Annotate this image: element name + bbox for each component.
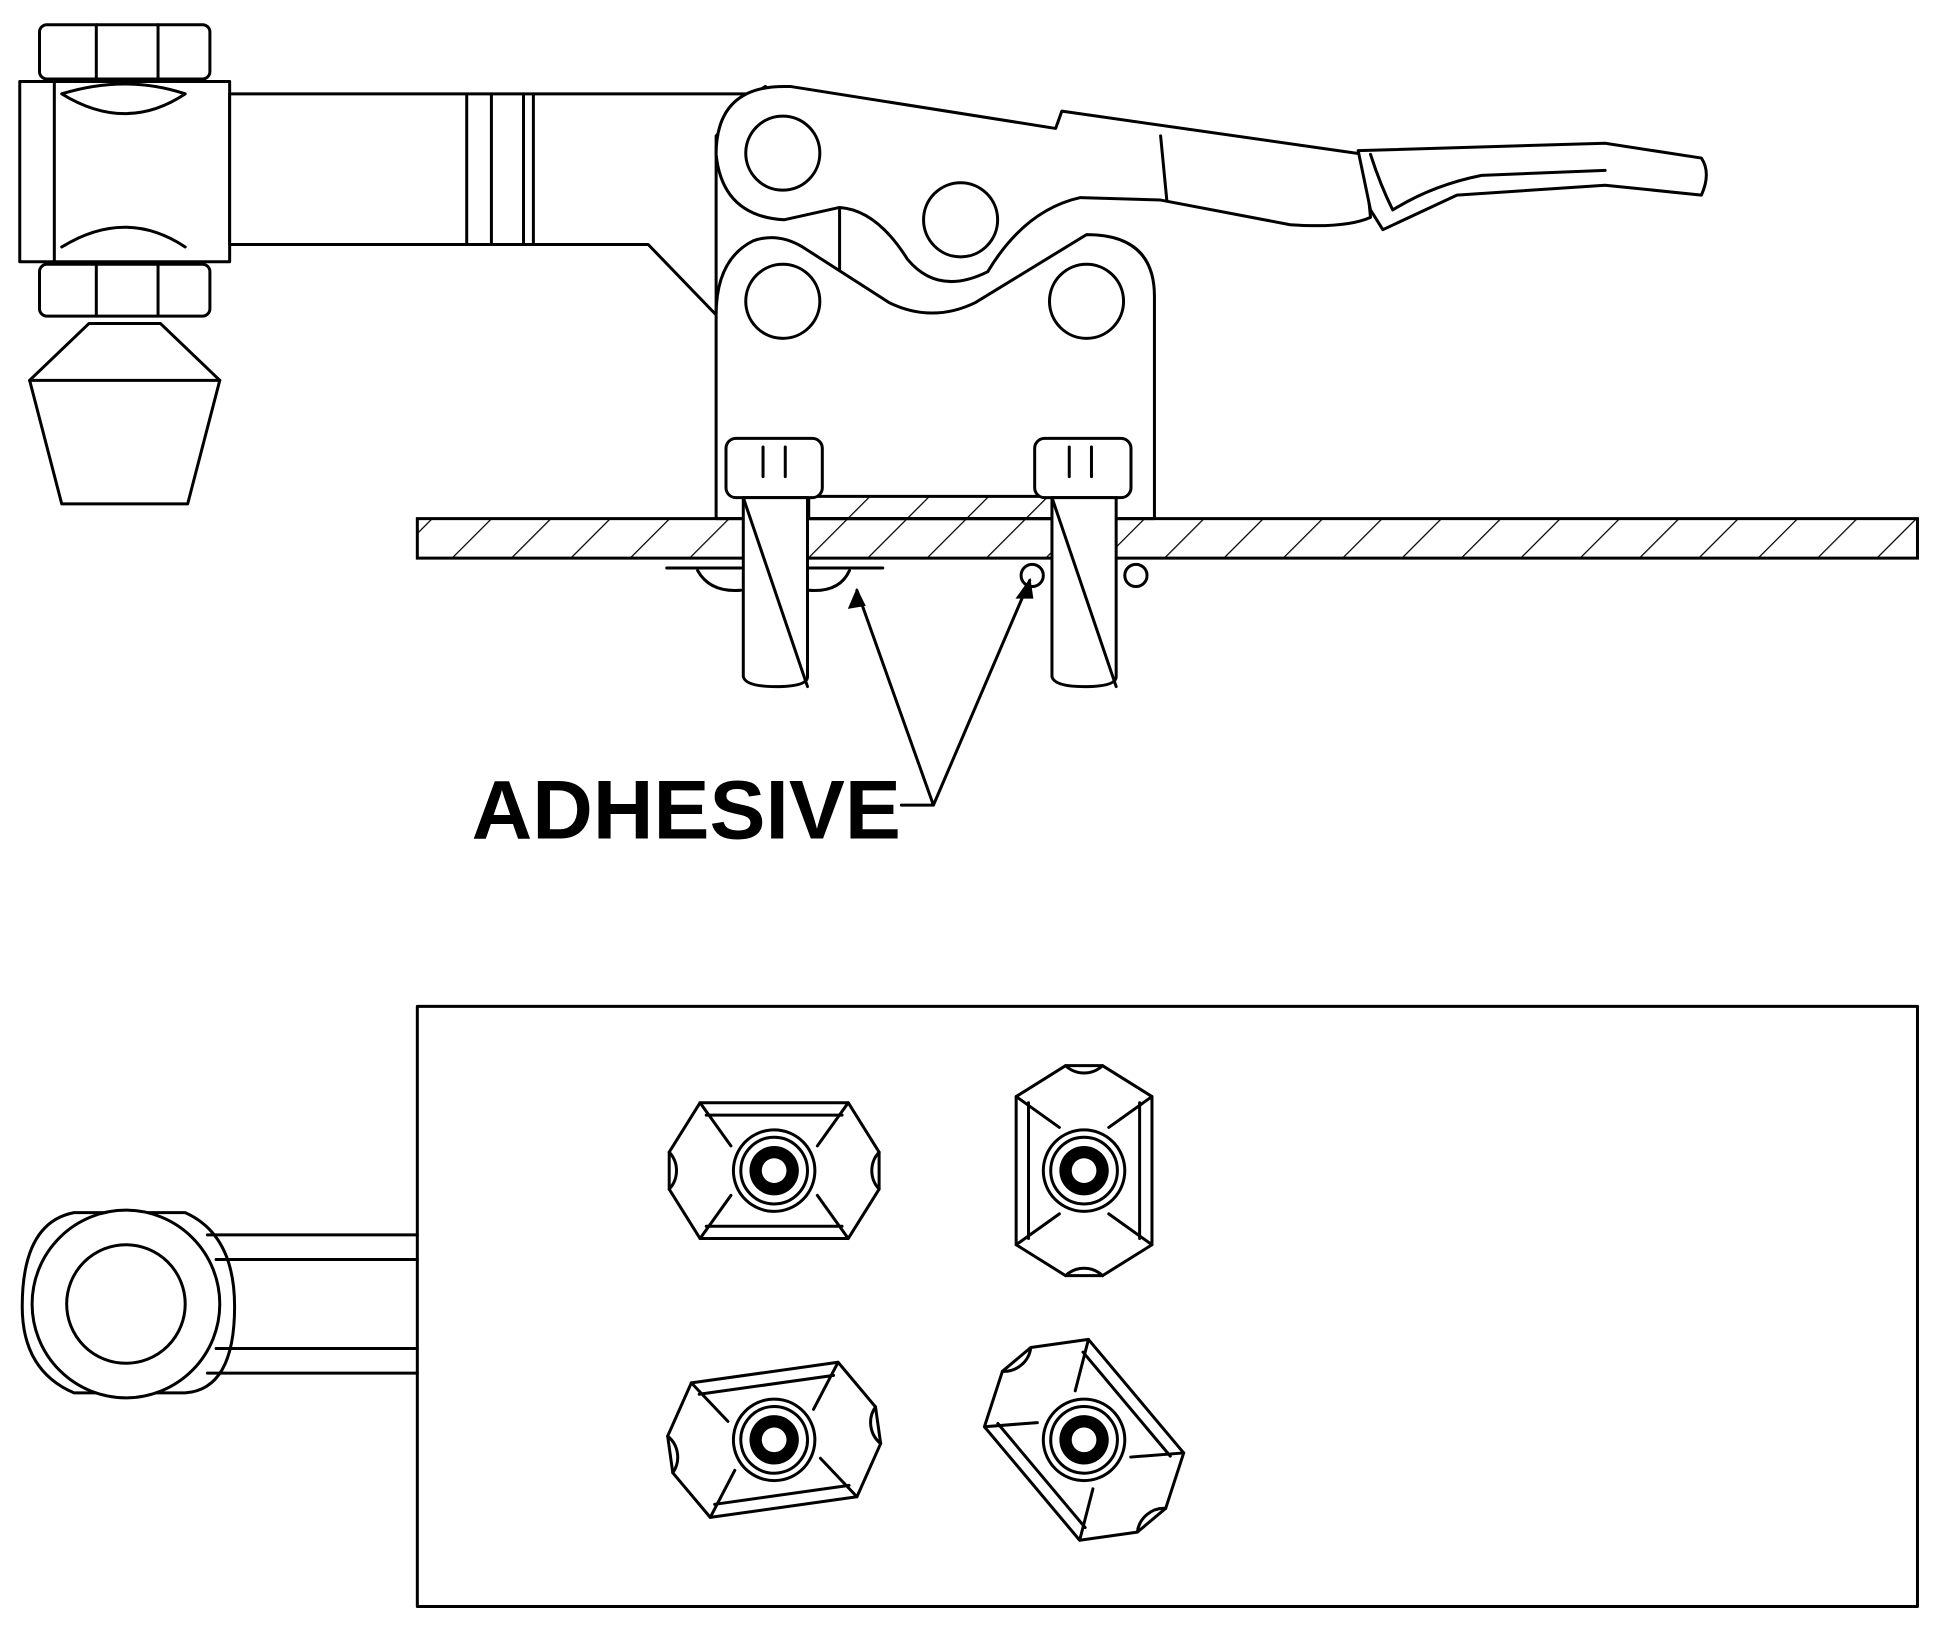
nut-3 xyxy=(658,1356,890,1524)
bolt-right xyxy=(1021,438,1147,686)
nut-1 xyxy=(667,1100,881,1241)
adhesive-callout: ADHESIVE xyxy=(472,580,1033,856)
mounting-plate xyxy=(417,496,1917,558)
clamp-side-view xyxy=(20,25,1707,519)
clamp-top-view xyxy=(22,1006,1917,1606)
adhesive-label: ADHESIVE xyxy=(472,762,901,856)
nut-2 xyxy=(1014,1063,1154,1278)
bolt-left xyxy=(667,438,883,686)
